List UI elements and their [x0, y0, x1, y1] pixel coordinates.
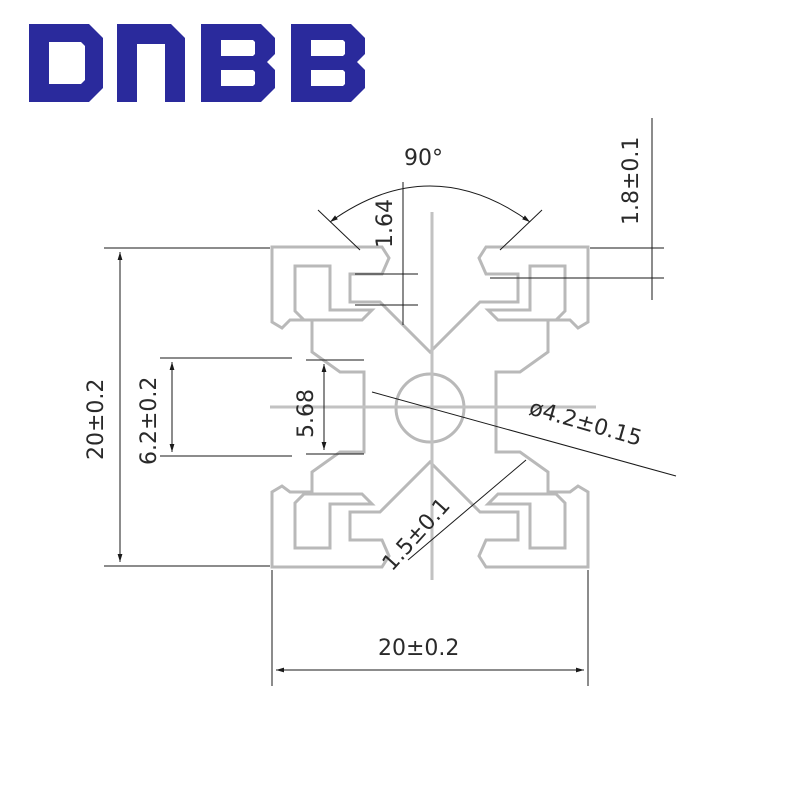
cavity-top-left — [293, 264, 376, 322]
inner-width-label: 5.68 — [294, 389, 319, 438]
slot-width-label: 6.2±0.2 — [137, 377, 162, 465]
overall-width-label: 20±0.2 — [378, 636, 459, 661]
angle-extension-right — [499, 209, 543, 251]
cavity-bottom-right — [484, 492, 567, 550]
dnbb-logo — [29, 24, 365, 102]
wall-thickness-label: 1.5±0.1 — [378, 494, 456, 576]
overall-height-label: 20±0.2 — [84, 379, 109, 460]
slot-depth-label: 1.64 — [373, 199, 398, 248]
bore-leader-line — [371, 391, 677, 477]
angle-arc — [329, 185, 531, 223]
angle-label: 90° — [404, 146, 443, 171]
wall-thickness-line — [407, 459, 527, 561]
cavity-top-right — [484, 264, 567, 322]
center-bore-label: ø4.2±0.15 — [526, 396, 644, 452]
cavity-bottom-left — [293, 492, 376, 550]
angle-extension-left — [317, 209, 361, 251]
top-lip-label: 1.8±0.1 — [619, 137, 644, 225]
